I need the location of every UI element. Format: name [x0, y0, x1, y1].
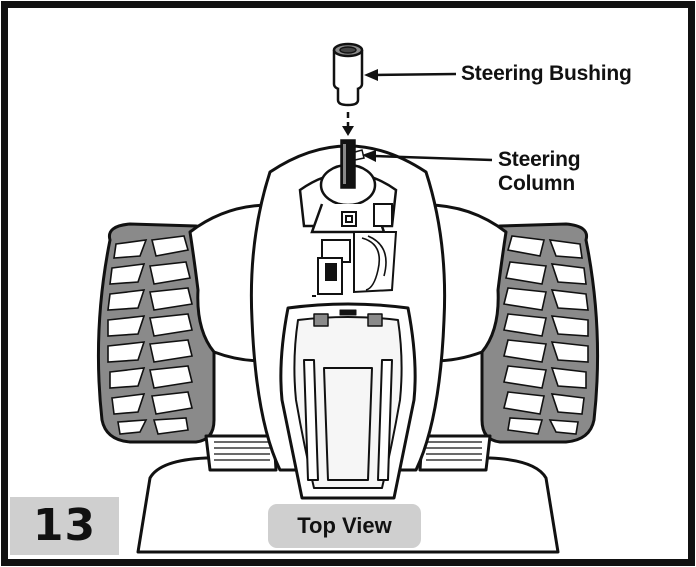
column-leader-arrow: [362, 150, 493, 162]
steering-column-label: Steering Column: [498, 148, 581, 196]
bushing-leader-arrow: [364, 69, 457, 81]
steering-mount: [298, 163, 398, 234]
steering-column-icon: [340, 139, 365, 189]
left-tire-icon: [96, 222, 216, 444]
steering-bushing-icon: [332, 42, 364, 107]
dashed-arrow-icon: [342, 112, 354, 136]
view-label: Top View: [297, 513, 392, 538]
step-vents: [214, 441, 482, 461]
steering-column-label-line1: Steering: [498, 148, 581, 171]
steering-bushing-label: Steering Bushing: [461, 62, 632, 85]
battery-compartment: [312, 203, 398, 297]
step-number: 13: [32, 500, 97, 551]
step-number-badge: 13: [10, 497, 119, 555]
right-tire-icon: [480, 222, 600, 444]
steering-column-label-line2: Column: [498, 172, 575, 195]
view-label-tag: Top View: [268, 504, 421, 548]
seat-icon: [279, 302, 417, 500]
